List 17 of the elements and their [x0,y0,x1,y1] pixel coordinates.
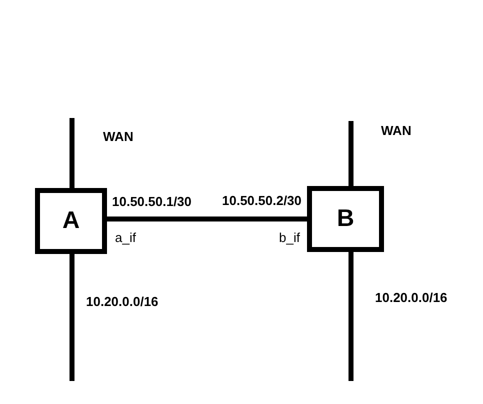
network-line [70,118,74,188]
network-line [348,252,354,381]
network-line [70,254,74,381]
device-box [307,186,384,252]
ip-address-label: 10.50.50.1/30 [112,194,192,209]
edge-label: 10.20.0.0/16 [86,294,158,309]
network-line [348,121,354,186]
interface-name: b_if [279,230,300,245]
network-link [107,216,307,222]
edge-label: WAN [381,123,412,138]
device-name: B [336,205,354,233]
edge-label: WAN [103,129,134,144]
ip-address-label: 10.50.50.2/30 [222,193,302,208]
edge-label: 10.20.0.0/16 [375,290,448,305]
interface-name: a_if [115,230,136,245]
device-box [35,188,107,254]
device-name: A [62,207,80,235]
